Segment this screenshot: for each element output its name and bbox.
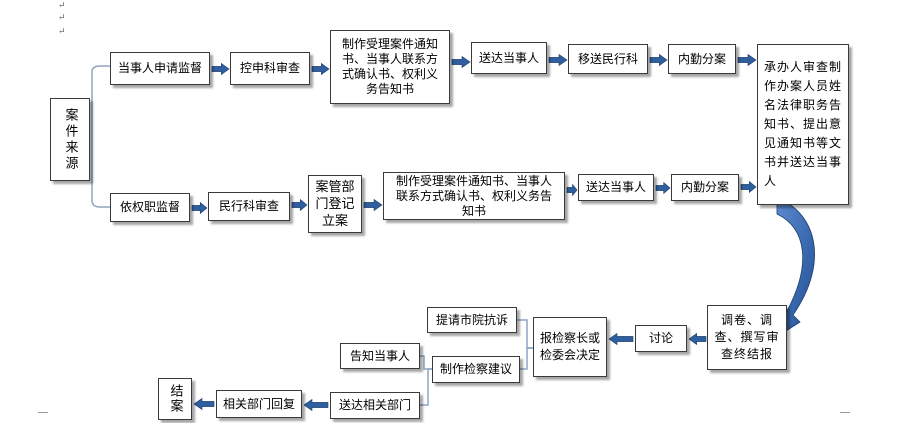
arrow-register-to-notice: [363, 198, 383, 212]
arrow-review-to-register: [291, 198, 308, 212]
arrow-transfer-to-assign: [649, 53, 668, 67]
department-reply-box: 相关部门回复: [216, 390, 302, 418]
ex-officio-box: 依权职监督: [110, 193, 190, 222]
paragraph-mark: ↵: [58, 1, 66, 11]
source-branch-top: [91, 65, 110, 140]
top-notice-box: 制作受理案件通知书、当事人联系方式确认书、权利义务告知书: [330, 30, 450, 104]
investigate-box: 调卷、调查、撰写审查终结报: [707, 305, 787, 370]
complaint-review-box: 控申科审查: [230, 52, 310, 85]
case-register-box: 案管部门登记立案: [308, 175, 362, 233]
arrow-investigate-to-discuss: [688, 332, 707, 346]
handler-review-box: 承办人审查制作办案人员姓名法律职务告知书、提出意见通知书等文书并送达当事人: [757, 44, 849, 205]
arrow-apply-to-review: [211, 62, 230, 76]
suggest-to-send-connector: [420, 368, 432, 406]
arrow-discuss-to-report: [608, 332, 634, 346]
paragraph-mark: ↵: [58, 13, 66, 23]
arrow-assign-to-handler-bottom: [740, 180, 757, 194]
arrow-deliver-to-assign-bottom: [655, 181, 671, 195]
bottom-deliver-box: 送达当事人: [578, 174, 654, 201]
paragraph-mark: ↵: [58, 27, 66, 37]
source-branch-bottom: [91, 140, 110, 208]
close-case-box: 结案: [158, 378, 192, 420]
transfer-civil-box: 移送民行科: [568, 44, 648, 74]
report-to-protest-connector: [517, 319, 533, 349]
suggest-to-inform-connector: [420, 355, 432, 370]
discuss-box: 讨论: [635, 325, 687, 352]
civil-review-box: 民行科审查: [208, 192, 290, 221]
arrow-assign-to-handler: [737, 53, 757, 67]
arrow-notice-to-deliver: [451, 55, 471, 69]
arrow-review-to-notice: [311, 62, 330, 76]
send-department-box: 送达相关部门: [330, 392, 420, 419]
arrow-reply-to-close: [193, 397, 215, 411]
page-corner-guide: [840, 412, 850, 423]
bottom-assign-box: 内勤分案: [671, 174, 739, 201]
arrow-exofficio-to-review: [191, 201, 208, 215]
prosecution-suggestion-box: 制作检察建议: [432, 356, 520, 383]
page-corner-guide: [38, 412, 48, 423]
top-assign-box: 内勤分案: [668, 44, 736, 74]
case-source-box: 案件来源: [50, 98, 90, 181]
report-to-suggest-connector: [520, 347, 533, 370]
arrow-send-to-reply: [303, 398, 329, 412]
inform-party-box: 告知当事人: [340, 343, 420, 369]
arrow-deliver-to-transfer: [548, 53, 568, 67]
request-protest-box: 提请市院抗诉: [427, 307, 517, 333]
report-decision-box: 报检察长或检委会决定: [533, 317, 607, 377]
arrow-notice-to-deliver-bottom: [566, 183, 578, 197]
top-deliver-box: 送达当事人: [471, 42, 547, 74]
apply-supervision-box: 当事人申请监督: [110, 52, 210, 85]
bottom-notice-box: 制作受理案件通知书、当事人联系方式确认书、权利义务告知书: [383, 172, 565, 220]
